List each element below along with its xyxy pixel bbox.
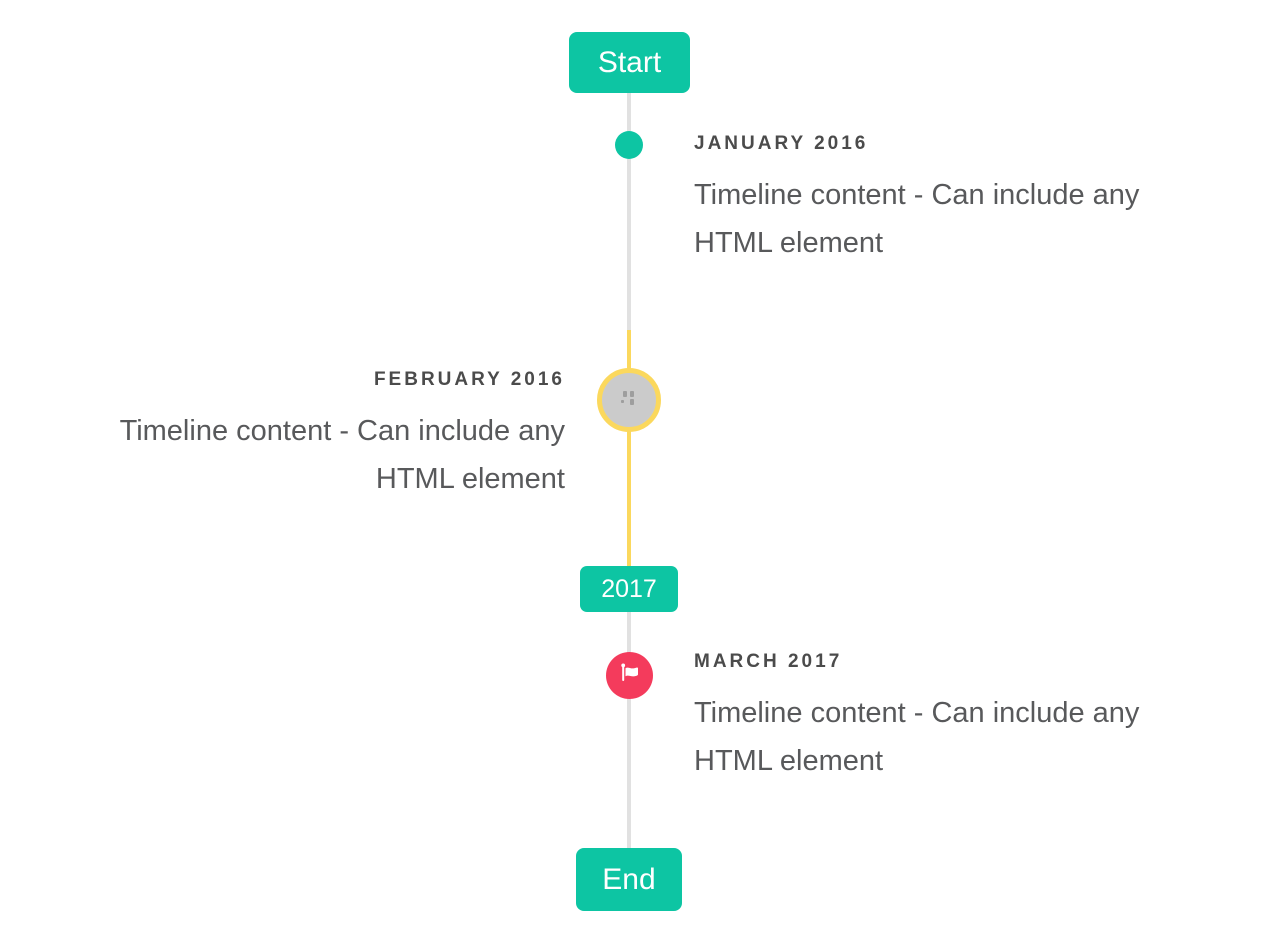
timeline-line-top [627, 93, 631, 330]
year-badge-2017[interactable]: 2017 [580, 566, 678, 612]
end-milestone-button[interactable]: End [576, 848, 682, 911]
item-content-march: Timeline content - Can include any HTML … [694, 697, 1140, 777]
item-content-january: Timeline content - Can include any HTML … [694, 179, 1140, 259]
timeline-line-highlight [627, 330, 631, 567]
flag-icon [617, 660, 643, 691]
timeline-point-february[interactable] [597, 368, 661, 432]
timeline-line-bottom [627, 612, 631, 848]
broken-image-icon [619, 389, 639, 412]
item-title-january: JANUARY 2016 [694, 133, 869, 154]
timeline-point-march[interactable] [606, 652, 653, 699]
timeline-point-january[interactable] [615, 131, 643, 159]
item-title-march: MARCH 2017 [694, 651, 843, 672]
item-content-february: Timeline content - Can include any HTML … [119, 415, 565, 495]
start-milestone-button[interactable]: Start [569, 32, 690, 93]
item-title-february: FEBRUARY 2016 [373, 369, 565, 390]
